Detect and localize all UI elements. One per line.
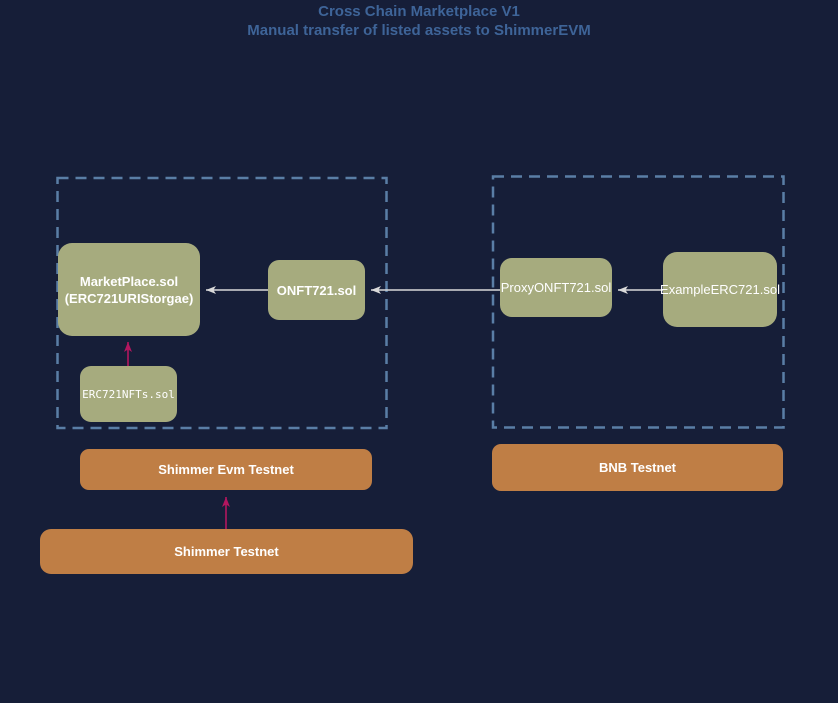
node-exampleerc721-label: ExampleERC721.sol (660, 282, 780, 297)
node-erc721nfts[interactable]: ERC721NFTs.sol (80, 366, 177, 422)
node-exampleerc721[interactable]: ExampleERC721.sol (660, 252, 780, 327)
node-marketplace[interactable]: MarketPlace.sol (ERC721URIStorgae) (58, 243, 200, 336)
diagram-title-line-1: Cross Chain Marketplace V1 (318, 3, 520, 20)
chain-shimmer-evm-testnet-label: Shimmer Evm Testnet (158, 462, 294, 477)
bnb-group-container (491, 175, 785, 429)
node-marketplace-label-line-2: (ERC721URIStorgae) (64, 290, 194, 306)
node-proxyonft721[interactable]: ProxyONFT721.sol (500, 258, 612, 317)
chain-shimmer-testnet-label: Shimmer Testnet (174, 544, 279, 559)
node-onft721[interactable]: ONFT721.sol (268, 260, 365, 320)
chain-bnb-testnet[interactable]: BNB Testnet (492, 444, 783, 491)
diagram-title: Cross Chain Marketplace V1 Manual transf… (0, 2, 838, 40)
node-onft721-label: ONFT721.sol (276, 282, 357, 298)
shimmer-evm-group-container (56, 176, 388, 430)
chain-shimmer-evm-testnet[interactable]: Shimmer Evm Testnet (80, 449, 372, 490)
chain-bnb-testnet-label: BNB Testnet (598, 460, 677, 475)
diagram-title-line-2: Manual transfer of listed assets to Shim… (247, 22, 591, 39)
chain-shimmer-testnet[interactable]: Shimmer Testnet (40, 529, 413, 574)
node-marketplace-label-line-1: MarketPlace.sol (79, 273, 179, 289)
node-proxyonft721-label: ProxyONFT721.sol (500, 280, 612, 295)
node-erc721nfts-label: ERC721NFTs.sol (82, 387, 175, 401)
